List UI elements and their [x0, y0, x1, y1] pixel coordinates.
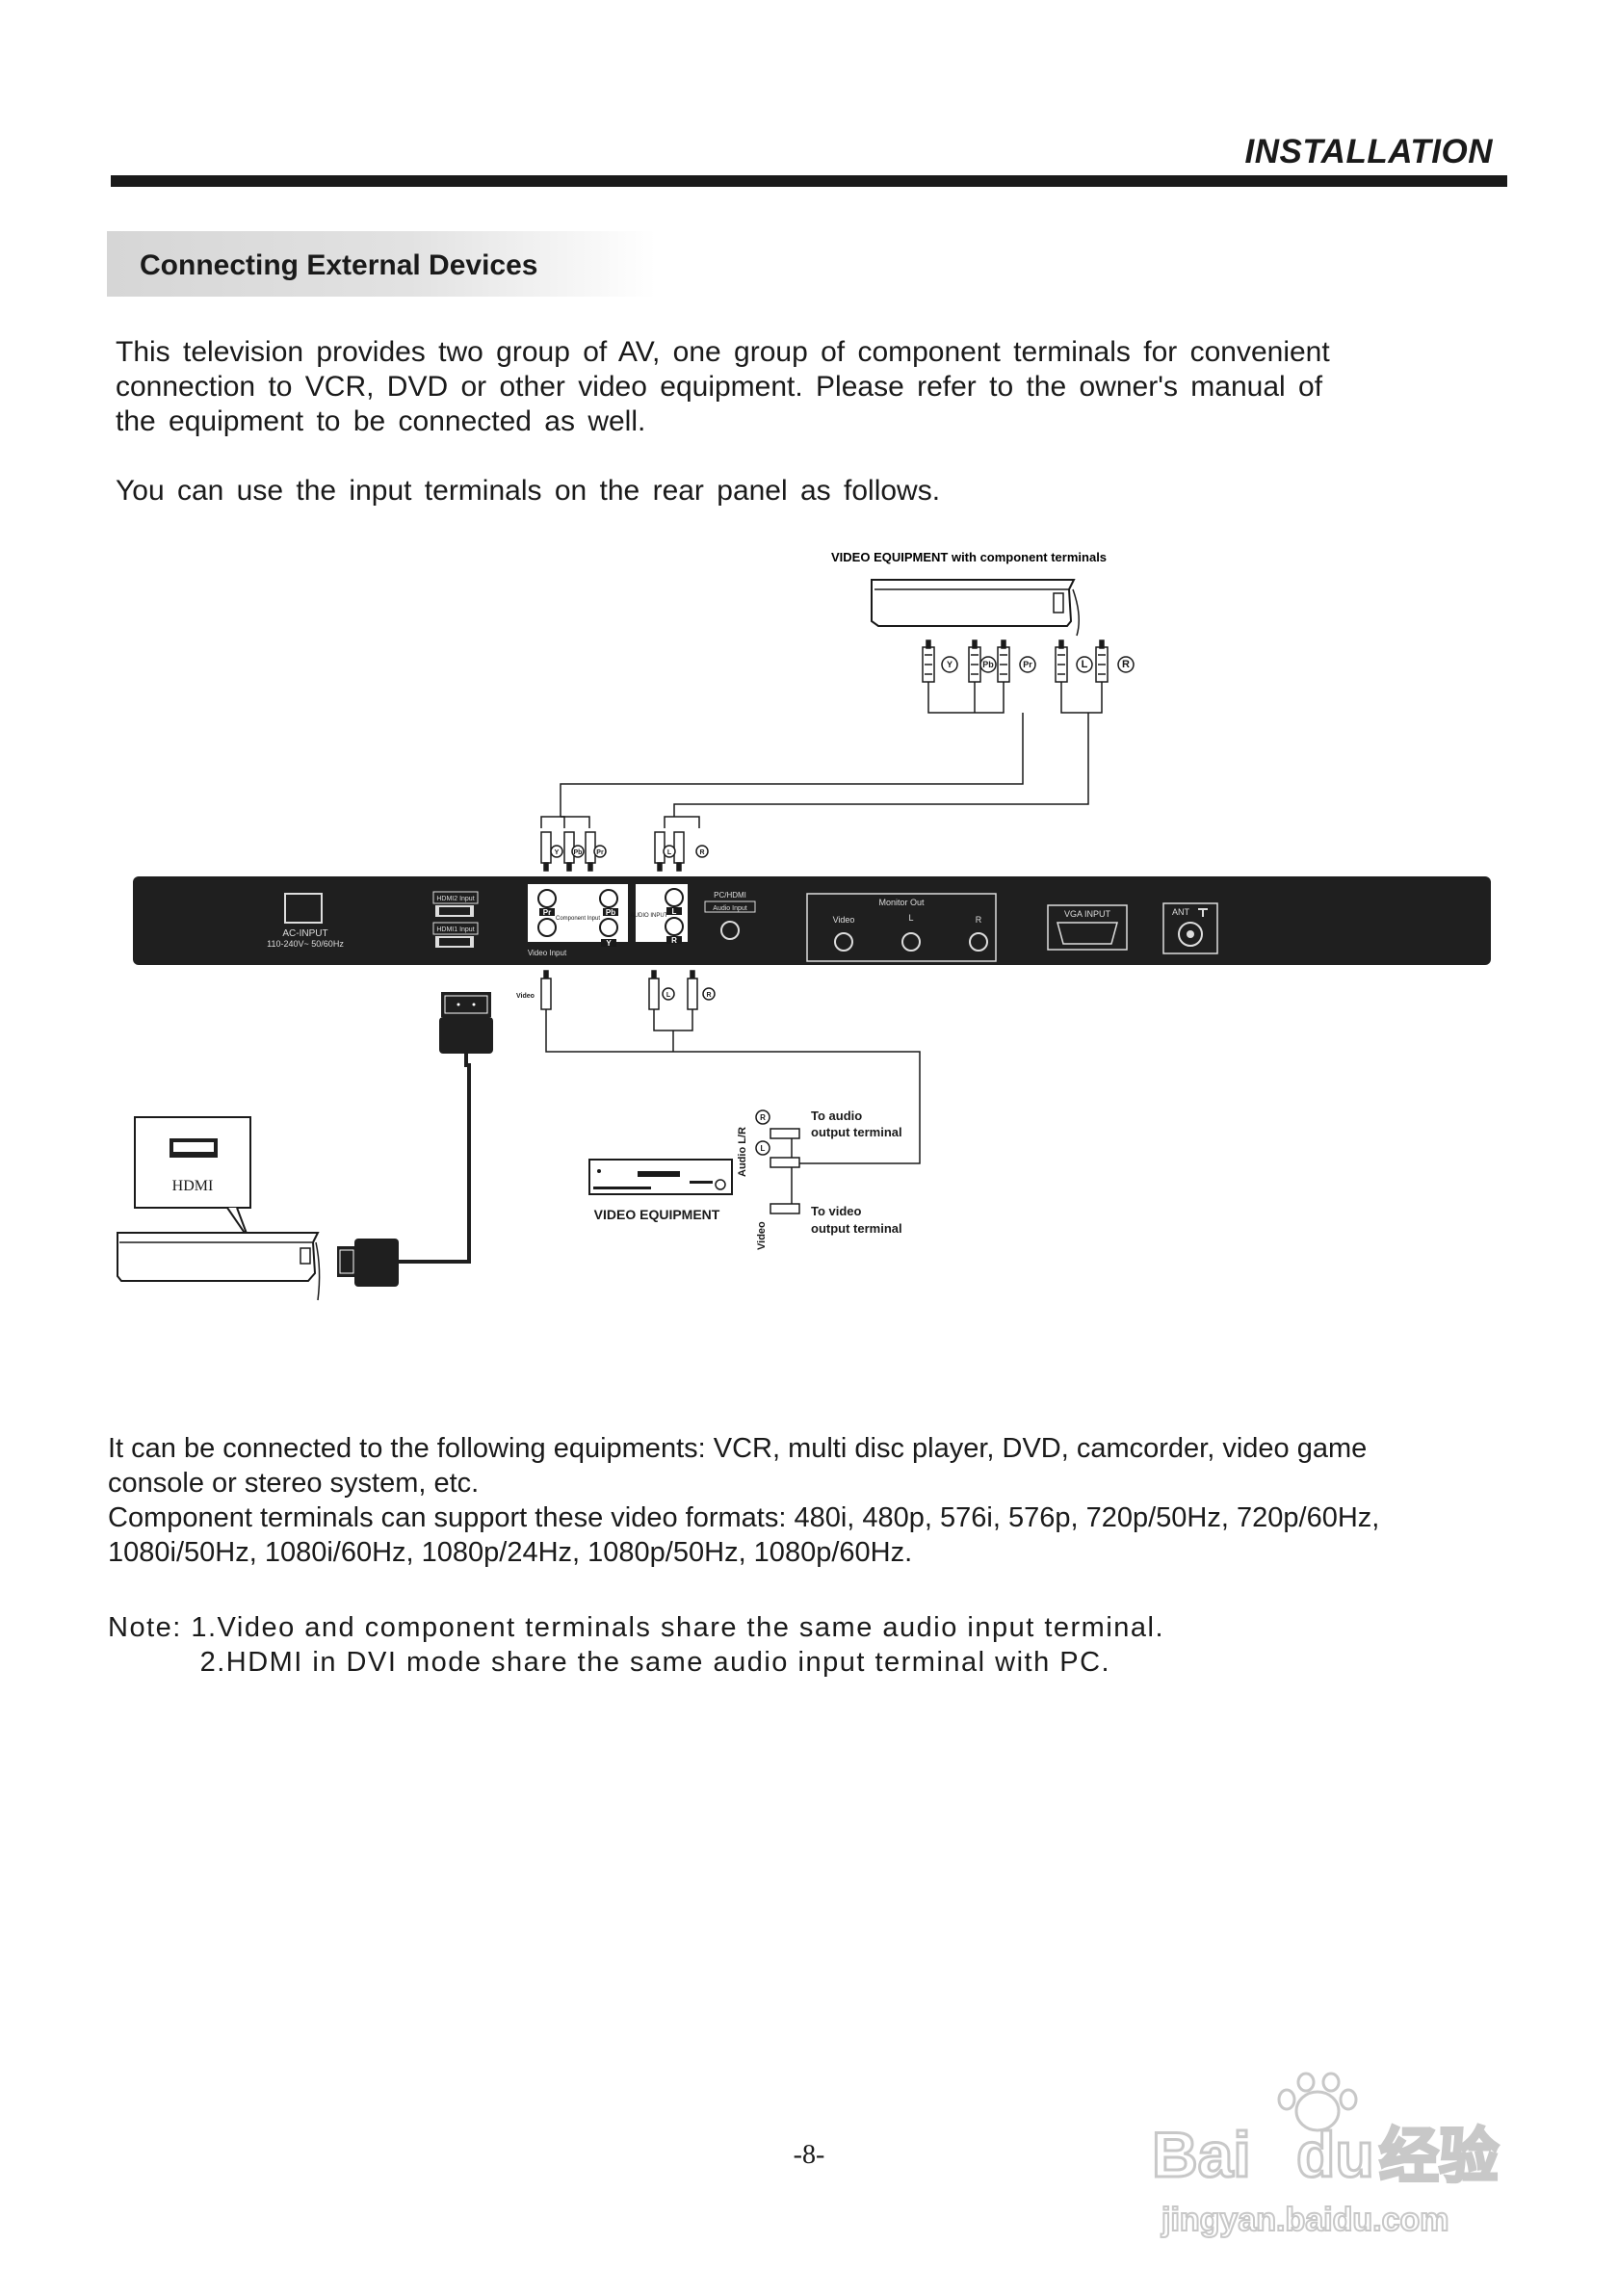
vcr-plug-l: L — [761, 1144, 766, 1153]
component-device-label: VIDEO EQUIPMENT with component terminals — [831, 550, 1107, 564]
body-line: It can be connected to the following equ… — [108, 1433, 1368, 1464]
component-video-equipment: VIDEO EQUIPMENT with component terminals — [831, 550, 1107, 637]
plug-label-pr: Pr — [1023, 660, 1032, 669]
note-line-1: Note: 1.Video and component terminals sh… — [108, 1612, 1165, 1643]
bottom-plug-r: R — [706, 992, 711, 999]
baidu-watermark: Bai du 经验 jingyan.baidu.com — [1152, 2072, 1501, 2239]
to-audio-line1: To audio — [811, 1109, 862, 1123]
monitor-out-r-label: R — [976, 915, 982, 925]
monitor-out-label: Monitor Out — [878, 898, 925, 907]
pc-audio-input-label: Audio Input — [713, 905, 746, 912]
hdmi-source-device: HDMI — [117, 1116, 321, 1301]
page-header-title: INSTALLATION — [1244, 133, 1493, 170]
to-audio-line2: output terminal — [811, 1125, 902, 1139]
to-video-line2: output terminal — [811, 1221, 902, 1236]
panel-plug-y: Y — [555, 849, 560, 856]
vcr-plug-r: R — [760, 1113, 766, 1122]
video-plug-label: Video — [516, 993, 535, 1000]
pc-hdmi-label: PC/HDMI — [714, 891, 746, 900]
to-video-line1: To video — [811, 1204, 862, 1218]
intro-line: the equipment to be connected as well. — [116, 405, 646, 437]
panel-plug-r: R — [699, 849, 704, 856]
plug-label-l: L — [1082, 659, 1088, 670]
body-line: Component terminals can support these vi… — [108, 1502, 1380, 1533]
note-line-2: 2.HDMI in DVI mode share the same audio … — [108, 1647, 1111, 1678]
panel-plug-l: L — [667, 849, 672, 856]
body-line: 1080i/50Hz, 1080i/60Hz, 1080p/24Hz, 1080… — [108, 1537, 913, 1568]
audio-l-label: L — [672, 907, 677, 916]
video-input-label: Video Input — [528, 949, 567, 957]
intro-paragraph: This television provides two group of AV… — [116, 335, 1425, 439]
ac-input-label: AC-INPUT — [282, 928, 327, 939]
panel-plug-pr: Pr — [596, 849, 604, 856]
intro-paragraph-2: You can use the input terminals on the r… — [116, 475, 941, 507]
watermark-brand-du: du — [1296, 2119, 1374, 2190]
panel-plug-pb: Pb — [574, 849, 583, 856]
watermark-cn: 经验 — [1379, 2121, 1499, 2191]
component-cables — [540, 682, 1103, 828]
plug-label-pb: Pb — [982, 660, 994, 669]
audio-r-label: R — [671, 936, 677, 945]
monitor-out-l-label: L — [908, 913, 913, 923]
monitor-out-video-label: Video — [833, 915, 855, 925]
header-rule — [111, 175, 1507, 187]
pb-label: Pb — [606, 908, 615, 917]
section-title: Connecting External Devices — [140, 249, 538, 281]
intro-line: connection to VCR, DVD or other video eq… — [116, 371, 1323, 403]
y-label: Y — [606, 939, 612, 948]
component-plugs-top — [922, 639, 1135, 683]
section-banner — [107, 231, 656, 297]
hdmi1-input-label: HDMI1 Input — [436, 926, 474, 933]
watermark-url: jingyan.baidu.com — [1161, 2202, 1448, 2238]
hdmi-label: HDMI — [172, 1178, 214, 1194]
tv-rear-panel: AC-INPUT 110-240V~ 50/60Hz HDMI2 Input H… — [133, 876, 1491, 965]
bottom-plug-l: L — [666, 992, 671, 999]
page-number: -8- — [793, 2140, 825, 2170]
intro-line: This television provides two group of AV… — [116, 336, 1330, 368]
paw-logo-icon — [1277, 2072, 1358, 2132]
plug-label-y: Y — [947, 660, 953, 669]
compatibility-paragraph: It can be connected to the following equ… — [108, 1431, 1514, 1570]
audio-input-label: AUDIO INPUT — [631, 913, 668, 919]
pr-label: Pr — [543, 908, 551, 917]
ac-spec-label: 110-240V~ 50/60Hz — [267, 939, 344, 949]
audio-lr-label: Audio L/R — [737, 1127, 748, 1177]
video-equipment-device: VIDEO EQUIPMENT R L Audio L/R Video To a… — [588, 1109, 902, 1250]
hdmi2-input-label: HDMI2 Input — [436, 896, 474, 902]
watermark-brand: Bai — [1152, 2119, 1251, 2190]
panel-plugs-bottom — [540, 970, 716, 1010]
plug-label-r: R — [1122, 659, 1130, 670]
video-vertical-label: Video — [756, 1221, 768, 1250]
video-equipment-label: VIDEO EQUIPMENT — [594, 1207, 720, 1222]
hdmi-cable — [337, 992, 493, 1287]
panel-plugs-top — [540, 831, 709, 872]
vga-input-label: VGA INPUT — [1064, 909, 1111, 919]
ant-label: ANT — [1172, 907, 1190, 917]
connection-diagram: VIDEO EQUIPMENT with component terminals… — [117, 550, 1491, 1301]
body-line: console or stereo system, etc. — [108, 1468, 480, 1499]
component-input-label: Component Input — [556, 916, 600, 922]
